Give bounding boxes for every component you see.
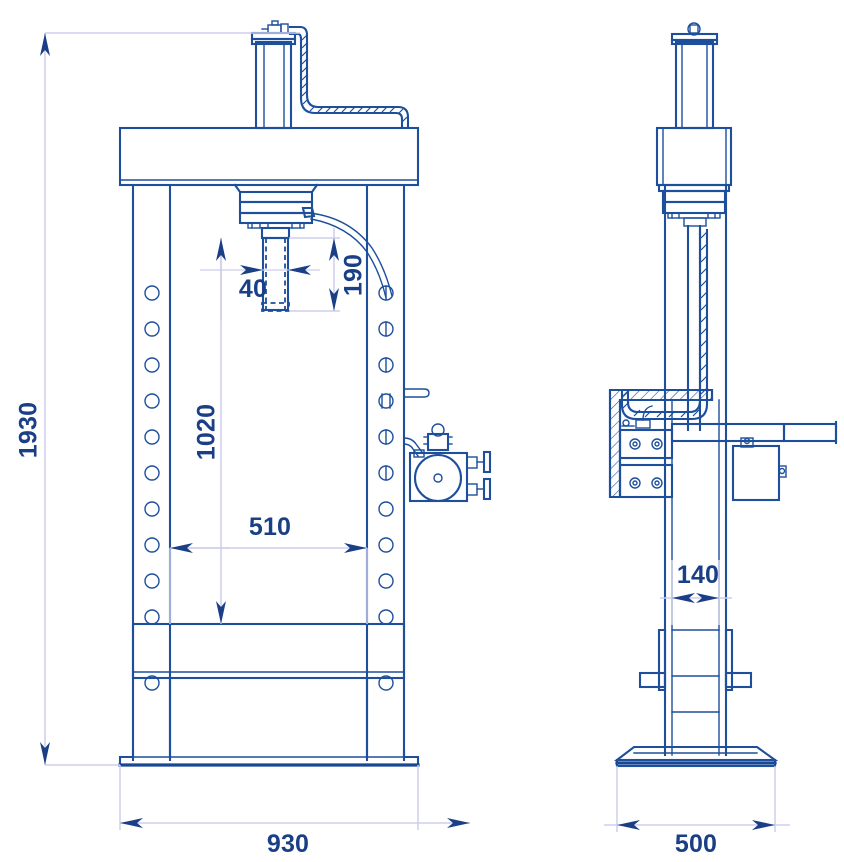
dimension-working-width: 510 <box>169 513 368 624</box>
ram-housing-front <box>233 183 319 229</box>
dim-label-500: 500 <box>675 830 717 858</box>
press-ram-piston-front <box>260 226 291 312</box>
right-column-pin-holes <box>378 285 394 691</box>
hydraulic-hose-front <box>288 25 410 130</box>
dimension-ram-stroke: 190 <box>289 228 368 312</box>
dimension-overall-width: 930 <box>119 765 470 858</box>
oil-reservoir-side <box>608 388 714 499</box>
right-frame-column <box>365 183 406 762</box>
lower-frame-braces-side <box>638 628 753 713</box>
left-column-pin-holes <box>144 285 160 691</box>
hydraulic-pump-motor-front <box>403 388 492 503</box>
dim-label-930: 930 <box>267 830 309 858</box>
lower-frame-legs <box>168 676 369 759</box>
control-valve-lever-side <box>670 420 838 502</box>
base-foot-plate-side <box>613 745 779 768</box>
frame-column-side <box>663 183 728 757</box>
front-view <box>118 20 492 767</box>
dim-label-1930: 1930 <box>15 402 43 458</box>
dimension-base-depth: 500 <box>604 766 790 858</box>
side-view <box>608 22 838 768</box>
cylinder-housing-side <box>655 126 733 227</box>
dim-label-40: 40 <box>239 275 267 303</box>
hydraulic-cylinder-side <box>670 22 719 130</box>
hydraulic-cylinder-front <box>250 20 297 130</box>
base-plate-front <box>118 749 420 767</box>
dim-label-190: 190 <box>340 254 368 296</box>
dim-label-510: 510 <box>249 513 291 541</box>
press-crown-beam <box>118 126 420 187</box>
dimension-overall-height: 1930 <box>15 32 300 766</box>
dim-label-1020: 1020 <box>193 404 221 460</box>
dimension-working-height: 1020 <box>180 238 230 624</box>
dimension-ram-diameter: 40 <box>200 238 320 321</box>
work-table-bolster <box>131 622 406 680</box>
hose-hatching <box>301 34 408 123</box>
dim-label-140: 140 <box>677 561 719 589</box>
left-frame-column <box>131 183 172 762</box>
dimension-frame-depth: 140 <box>660 560 732 625</box>
